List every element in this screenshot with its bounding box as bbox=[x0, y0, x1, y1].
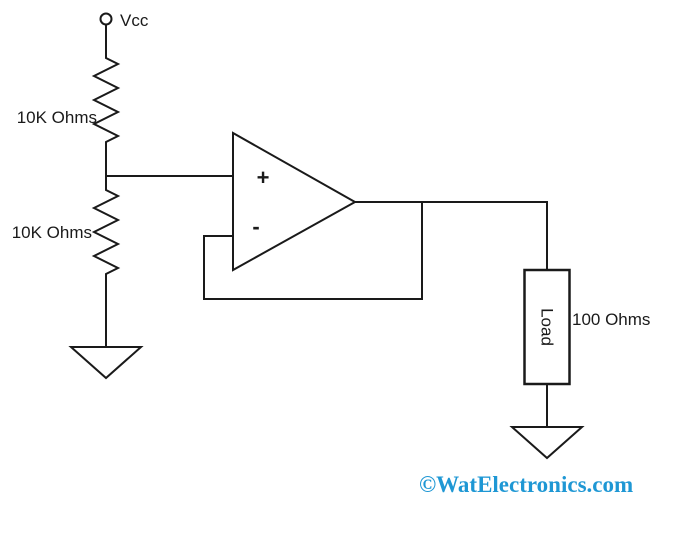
ground-symbol-left-icon bbox=[68, 346, 144, 380]
circuit-linework bbox=[68, 12, 585, 460]
resistor-r1-symbol bbox=[91, 23, 121, 177]
resistor-r2-symbol bbox=[91, 175, 121, 348]
opamp-plus-input-label: + bbox=[257, 165, 270, 190]
watermark-text: ©WatElectronics.com bbox=[419, 472, 633, 497]
opamp-triangle-symbol bbox=[232, 131, 358, 272]
load-value-label: 100 Ohms bbox=[572, 310, 650, 329]
opamp-minus-input-label: - bbox=[252, 214, 259, 239]
ground-symbol-right-icon bbox=[509, 426, 585, 460]
resistor-r1-value-label: 10K Ohms bbox=[17, 108, 97, 127]
vcc-terminal-icon bbox=[99, 12, 113, 26]
resistor-r2-value-label: 10K Ohms bbox=[12, 223, 92, 242]
vcc-label: Vcc bbox=[120, 11, 149, 30]
output-wire bbox=[354, 201, 548, 271]
load-label: Load bbox=[538, 308, 557, 346]
feedback-wire bbox=[203, 201, 423, 300]
